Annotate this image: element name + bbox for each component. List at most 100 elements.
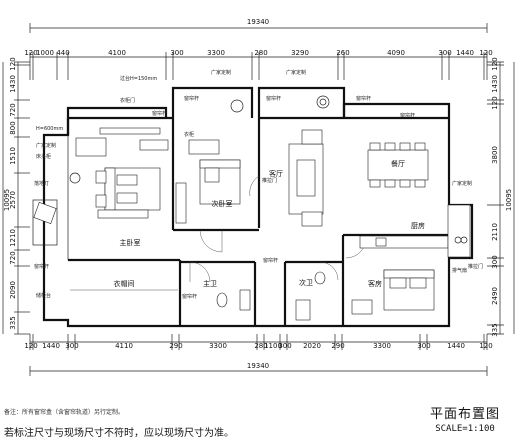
left-seg-9: 335 (9, 316, 17, 329)
bottom-seg-6: 280 (254, 342, 267, 350)
bottom-seg-10: 290 (331, 342, 344, 350)
annotation-1: 过台H=150mm (120, 75, 157, 82)
annotation-2: 衣柜门 (120, 97, 135, 104)
bathroom-fixtures (70, 271, 326, 321)
top-seg-0: 120 (24, 49, 37, 57)
annotation-3: 广家定制 (211, 69, 231, 76)
bottom-seg-1: 1440 (42, 342, 60, 350)
note-dimension-disclaimer: 若标注尺寸与现场尺寸不符时，应以现场尺寸为准。 (4, 428, 234, 439)
annotation-13: 窗帘杆 (400, 112, 415, 119)
living-room-furniture (288, 95, 330, 227)
right-seg-4: 2110 (491, 223, 499, 241)
dining-furniture (367, 142, 429, 188)
top-seg-10: 300 (438, 49, 451, 57)
drawing-title: 平面布置图 (429, 407, 500, 422)
annotation-22: 排气扇 (452, 267, 467, 274)
annotation-9: 广家定制 (36, 142, 56, 149)
room-second-bedroom: 次卧室 (212, 199, 233, 208)
annotation-11: 床头柜 (36, 153, 51, 160)
annotation-18: 储柜台 (36, 292, 51, 299)
top-seg-7: 3290 (291, 49, 309, 57)
master-bedroom-furniture (33, 127, 169, 224)
top-seg-9: 4090 (387, 49, 405, 57)
top-seg-4: 300 (170, 49, 183, 57)
top-seg-12: 120 (479, 49, 492, 57)
right-dimension-chain: 120 1430 120 3800 2110 300 2490 335 1009… (487, 57, 515, 337)
top-seg-8: 260 (336, 49, 349, 57)
annotation-5: 窗帘杆 (184, 95, 199, 102)
annotation-21: 窗帘杆 (182, 293, 197, 300)
right-total-dimension: 10095 (505, 189, 513, 211)
bottom-seg-9: 2020 (303, 342, 321, 350)
room-master-bath: 主卫 (203, 279, 217, 288)
annotation-20: 窗帘杆 (263, 257, 278, 264)
bottom-seg-3: 4110 (115, 342, 133, 350)
room-master-bedroom: 主卧室 (120, 238, 141, 247)
annotation-14: 落地灯 (34, 180, 49, 187)
second-bedroom-furniture (175, 99, 244, 224)
top-dimension-chain: 19340 120 1000 440 4100 300 3300 280 329… (24, 18, 493, 80)
drawing-scale: SCALE=1:100 (435, 424, 495, 434)
bottom-seg-14: 120 (479, 342, 492, 350)
left-seg-7: 720 (9, 251, 17, 264)
annotation-6: 窗帘杆 (266, 95, 281, 102)
top-seg-11: 1440 (456, 49, 474, 57)
guest-room-furniture (351, 269, 435, 315)
top-seg-5: 3300 (207, 49, 225, 57)
room-guest: 客房 (368, 279, 382, 288)
room-second-bath: 次卫 (299, 278, 313, 287)
annotations: 过台H=150mm 衣柜门 广家定制 广家定制 窗帘杆 窗帘杆 窗帘杆 H=60… (34, 69, 483, 300)
bottom-seg-4: 290 (169, 342, 182, 350)
left-dimension-chain: 120 1430 720 800 1510 2570 1210 720 2090… (2, 57, 30, 335)
room-kitchen: 厨房 (411, 221, 425, 230)
annotation-12: 衣柜 (184, 131, 194, 138)
bottom-seg-8: 300 (278, 342, 291, 350)
bottom-seg-12: 300 (417, 342, 430, 350)
right-seg-0: 120 (491, 57, 499, 70)
left-seg-8: 2090 (9, 281, 17, 299)
top-seg-2: 440 (56, 49, 69, 57)
room-cloakroom: 衣帽间 (114, 279, 135, 288)
top-seg-1: 1000 (36, 49, 54, 57)
bottom-seg-5: 3300 (209, 342, 227, 350)
annotation-17: 广家定制 (452, 180, 472, 187)
title-block: 平面布置图 SCALE=1:100 (410, 403, 520, 434)
bottom-total-dimension: 19340 (247, 362, 269, 370)
left-seg-5: 2570 (9, 191, 17, 209)
annotation-19: 推拉门 (468, 263, 483, 270)
bottom-dimension-chain: 120 1440 300 4110 290 3300 280 1100 300 … (24, 334, 493, 376)
kitchen-furniture (359, 204, 471, 258)
left-seg-1: 1430 (9, 75, 17, 93)
dining-table (367, 149, 429, 181)
annotation-4: 广家定制 (286, 69, 306, 76)
right-seg-3: 3800 (491, 146, 499, 164)
top-seg-3: 4100 (108, 49, 126, 57)
right-seg-6: 2490 (491, 287, 499, 305)
annotation-15: 推拉门 (262, 177, 277, 184)
bottom-seg-11: 3300 (373, 342, 391, 350)
right-seg-7: 335 (491, 323, 499, 336)
right-seg-5: 300 (491, 255, 499, 268)
top-seg-6: 280 (254, 49, 267, 57)
left-total-dimension: 10095 (3, 189, 11, 211)
left-seg-2: 720 (9, 103, 17, 116)
bottom-seg-0: 120 (24, 342, 37, 350)
left-seg-4: 1510 (9, 147, 17, 165)
annotation-16: 窗帘杆 (34, 263, 49, 270)
left-seg-0: 120 (9, 57, 17, 70)
top-total-dimension: 19340 (247, 18, 269, 26)
annotation-8: H=600mm (36, 126, 63, 132)
right-seg-2: 120 (491, 96, 499, 109)
left-seg-3: 800 (9, 121, 17, 134)
room-dining: 餐厅 (391, 159, 405, 168)
left-seg-6: 1210 (9, 229, 17, 247)
bottom-seg-2: 300 (65, 342, 78, 350)
annotation-7: 窗帘杆 (356, 95, 371, 102)
bottom-seg-7: 1100 (264, 342, 282, 350)
note-curtain: 备注：所有窗帘盒（含窗帘轨道）另行定制。 (4, 409, 125, 416)
room-living: 客厅 (269, 169, 283, 178)
annotation-10: 窗帘杆 (152, 110, 167, 117)
bottom-seg-13: 1440 (447, 342, 465, 350)
right-seg-1: 1430 (491, 75, 499, 93)
